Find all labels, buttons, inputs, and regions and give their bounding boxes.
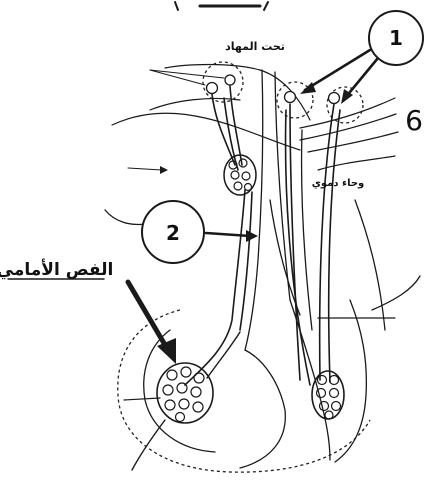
- upper-capillary-plexus: [224, 155, 256, 195]
- hypothalamus-outline: [112, 65, 398, 171]
- top-label: تحت المهاد: [225, 40, 285, 53]
- top-cropped-header: [175, 2, 268, 10]
- marker-1-group: 1: [300, 11, 423, 104]
- anterior-capillary-plexus: [132, 332, 240, 470]
- marker-2-number: 2: [166, 221, 180, 245]
- posterior-lobe-outline: [290, 200, 420, 462]
- posterior-nerve-terminals: [312, 371, 344, 419]
- right-label: وحاء دموي: [312, 178, 365, 189]
- left-label: الفص الأمامي: [0, 259, 113, 280]
- marker-1-number: 1: [389, 26, 403, 50]
- pituitary-stalk: [245, 70, 312, 350]
- edge-number: 6: [405, 104, 423, 137]
- left-vessel-curve: [105, 210, 146, 224]
